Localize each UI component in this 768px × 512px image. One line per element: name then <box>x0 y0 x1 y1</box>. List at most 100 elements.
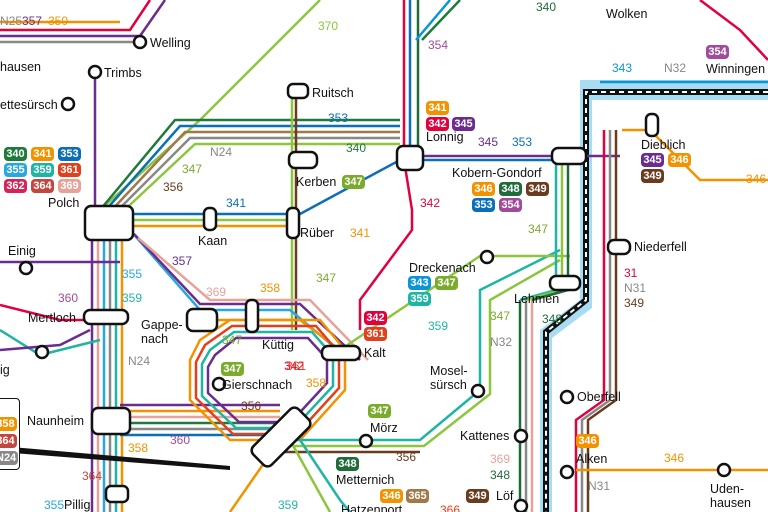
place-winningen: Winningen <box>706 62 766 76</box>
place-alken: Alken <box>576 452 608 466</box>
route-label: 357 <box>22 14 43 28</box>
place-pillig: Pillig <box>64 498 91 512</box>
route-badge: 347 <box>368 404 391 418</box>
route-badge: 345 <box>641 153 664 167</box>
route-badge: 340 <box>4 147 27 161</box>
map-pointer <box>0 446 230 470</box>
route-label: 350 <box>48 14 69 28</box>
place-niederfell: Niederfell <box>634 240 687 254</box>
route-label: 357 <box>172 254 193 268</box>
route-badge: 361 <box>364 327 387 341</box>
route-label: 369 <box>206 285 227 299</box>
route-label: 342 <box>284 359 305 373</box>
route-badge: 353 <box>58 147 81 161</box>
place-dieblich: Dieblich <box>641 138 686 152</box>
place-kattenes: Kattenes <box>460 429 510 443</box>
route-label: 356 <box>241 399 262 413</box>
route-label: 369 <box>490 452 511 466</box>
place-kobern: Kobern-Gondorf <box>452 166 542 180</box>
route-label: 366 <box>440 503 461 512</box>
route-badge: 354 <box>706 45 729 59</box>
route-badge: 343 <box>408 276 431 290</box>
place-lonnig: Lonnig <box>426 130 464 144</box>
route-label: N32 <box>490 335 513 349</box>
place-rueber: Rüber <box>300 226 335 240</box>
place-lehmen: Lehmen <box>514 292 560 306</box>
place-kerben: Kerben <box>296 175 337 189</box>
route-label: 358 <box>128 441 149 455</box>
route-badge: 342 <box>364 311 387 325</box>
route-label: 341 <box>226 196 247 210</box>
route-label: 31 <box>624 266 638 280</box>
route-label: 358 <box>306 376 327 390</box>
route-badge: 348 <box>336 457 359 471</box>
place-udenhausen: Uden- hausen <box>710 482 752 510</box>
route-badge: 346 <box>668 153 691 167</box>
route-label: N31 <box>588 479 611 493</box>
route-badge: 355 <box>4 163 27 177</box>
place-loef: Löf <box>496 489 514 503</box>
route-label: 345 <box>478 135 499 149</box>
route-label: 340 <box>346 141 367 155</box>
place-polch: Polch <box>48 196 80 210</box>
route-label: 356 <box>396 450 417 464</box>
place-einig: Einig <box>8 244 36 258</box>
place-ettesuersch: ettesürsch <box>0 98 58 112</box>
route-badge: 345 <box>452 117 475 131</box>
route-label: 341 <box>350 226 371 240</box>
route-label: 358 <box>260 281 281 295</box>
route-label: 347 <box>182 162 203 176</box>
place-welling: Welling <box>150 36 191 50</box>
place-naunheim: Naunheim <box>27 414 84 428</box>
route-badge: 365 <box>406 489 429 503</box>
legend-badge: 358 <box>0 417 17 431</box>
place-gierschnach: Gierschnach <box>222 378 293 392</box>
route-badge: 349 <box>641 169 664 183</box>
route-label: 342 <box>420 196 441 210</box>
place-mertloch: Mertloch <box>28 311 76 325</box>
route-badge: 353 <box>472 198 495 212</box>
route-label: 346 <box>664 451 685 465</box>
route-label: N25 <box>0 14 23 28</box>
route-label: 348 <box>490 468 511 482</box>
place-hausen: hausen <box>0 60 42 74</box>
place-ig: ig <box>0 363 10 377</box>
place-ruitsch: Ruitsch <box>312 86 354 100</box>
route-badge: 354 <box>499 198 522 212</box>
route-label: 353 <box>328 111 349 125</box>
legend-badge: N24 <box>0 451 19 465</box>
route-label: 361 <box>286 359 307 373</box>
route-badge: 341 <box>426 101 449 115</box>
place-oberfell: Oberfell <box>577 390 621 404</box>
route-label: N32 <box>664 61 687 75</box>
route-badge: 349 <box>466 489 489 503</box>
route-label: 360 <box>58 291 79 305</box>
route-badge: 359 <box>31 163 54 177</box>
route-badge: 359 <box>408 292 431 306</box>
place-trimbs: Trimbs <box>104 66 142 80</box>
route-label: 359 <box>122 291 143 305</box>
route-badge: 347 <box>435 276 458 290</box>
place-wolken: Wolken <box>606 7 648 21</box>
place-kaan: Kaan <box>198 234 228 248</box>
route-label: 359 <box>278 498 299 512</box>
route-badge: 348 <box>499 182 522 196</box>
route-label: 348 <box>542 312 563 326</box>
route-badge: 369 <box>58 179 81 193</box>
route-badge: 346 <box>576 434 599 448</box>
route-badge: 346 <box>472 182 495 196</box>
railway-dash <box>545 91 768 512</box>
route-label: 355 <box>122 267 143 281</box>
route-badge: 349 <box>526 182 549 196</box>
route-badge: 361 <box>58 163 81 177</box>
place-kuettig: Küttig <box>262 338 294 352</box>
place-kalt: Kalt <box>364 346 386 360</box>
legend-badge: 364 <box>0 434 17 448</box>
route-label: 360 <box>170 433 191 447</box>
route-label: 356 <box>163 180 184 194</box>
route-label: 359 <box>428 319 449 333</box>
route-label: 347 <box>222 333 243 347</box>
route-label: 355 <box>44 498 65 512</box>
